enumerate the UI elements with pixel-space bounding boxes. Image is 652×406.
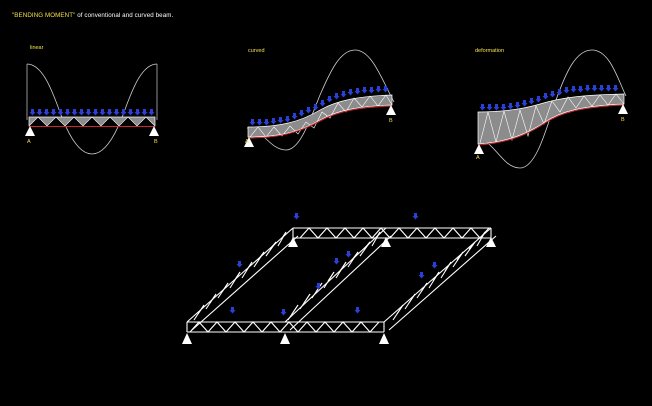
support-left-linear [25, 126, 35, 136]
title-rest: of conventional and curved beam. [77, 12, 174, 19]
truss-grid-3d [182, 213, 497, 344]
diagram-title: "BENDING MOMENT" of conventional and cur… [12, 12, 173, 19]
load-arrows-deformation [479, 85, 619, 111]
support-label-b-deformation: B [621, 117, 625, 123]
support-right-linear [149, 126, 159, 136]
moment-curve-curved [246, 49, 395, 151]
supports-3d [182, 237, 496, 344]
panel-label-linear: linear [30, 45, 44, 51]
deflection-line-deformation [477, 104, 625, 146]
deflection-line-curved [247, 105, 393, 139]
moment-curve-linear [26, 63, 158, 155]
load-arrows-curved [249, 86, 389, 126]
support-label-a-linear: A [27, 139, 31, 145]
panel-deformation [474, 49, 628, 169]
load-arrows-3d [229, 213, 438, 316]
support-left-deformation [474, 144, 484, 154]
support-label-b-curved: B [389, 118, 393, 124]
load-arrows-linear [29, 109, 155, 116]
title-emphasis: "BENDING MOMENT" [12, 12, 76, 19]
support-right-curved [386, 105, 396, 115]
truss-right-diagonal [383, 227, 497, 331]
panel-curved [244, 49, 396, 151]
support-label-a-curved: A [245, 139, 249, 145]
support-label-b-linear: B [154, 139, 158, 145]
support-right-deformation [618, 104, 628, 114]
support-label-a-deformation: A [476, 155, 480, 161]
support-left-curved [244, 137, 254, 147]
panel-linear [25, 63, 159, 155]
truss-left-diagonal [186, 227, 299, 331]
panel-label-curved: curved [248, 48, 265, 54]
panel-label-deformation: deformation [475, 48, 505, 54]
truss-back-edge [292, 227, 492, 239]
